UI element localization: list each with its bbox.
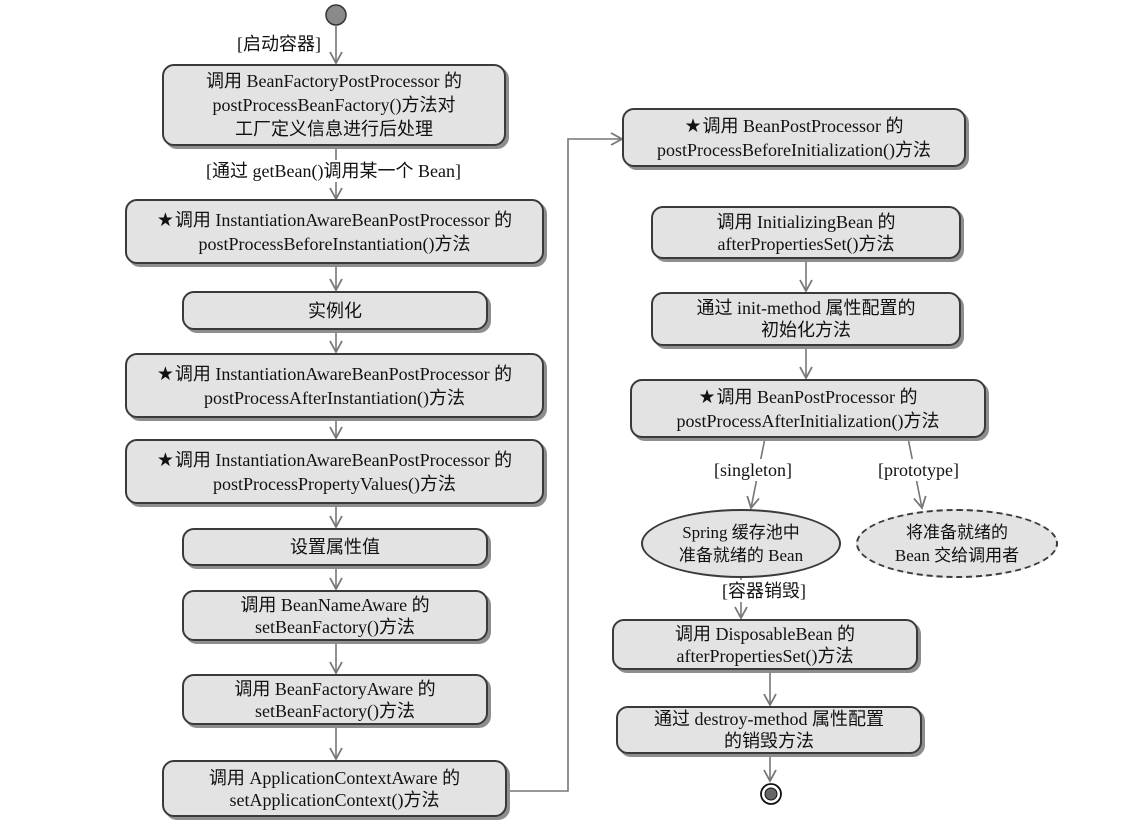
guard-getbean: [通过 getBean()调用某一个 Bean] bbox=[205, 160, 462, 182]
step-line-1: 调用 BeanPostProcessor 的 bbox=[702, 115, 904, 136]
step-before-initialization: ★调用 BeanPostProcessor 的 postProcessBefor… bbox=[622, 108, 966, 167]
step-line-1: 调用 InstantiationAwareBeanPostProcessor 的 bbox=[174, 209, 513, 230]
step-post-process-property-values: ★调用 InstantiationAwareBeanPostProcessor … bbox=[125, 439, 544, 504]
guard-singleton: [singleton] bbox=[713, 459, 793, 481]
edge-s9-r1 bbox=[507, 132, 624, 792]
step-line-1: 通过 destroy-method 属性配置 bbox=[654, 709, 884, 729]
step-line-1: 调用 BeanFactoryPostProcessor 的 bbox=[206, 71, 462, 91]
step-line-2: postProcessPropertyValues()方法 bbox=[213, 473, 456, 494]
step-bean-factory-post-processor: 调用 BeanFactoryPostProcessor 的 postProces… bbox=[162, 64, 506, 146]
step-line-1: 调用 ApplicationContextAware 的 bbox=[208, 767, 461, 788]
step-line-2: setBeanFactory()方法 bbox=[255, 700, 415, 721]
guard-start-container: [启动容器] bbox=[236, 33, 322, 55]
step-line-2: postProcessBeforeInstantiation()方法 bbox=[198, 233, 471, 254]
step-instantiate: 实例化 bbox=[182, 291, 488, 330]
step-line-1: 调用 BeanFactoryAware 的 bbox=[234, 678, 436, 699]
step-line-3: 工厂定义信息进行后处理 bbox=[235, 119, 433, 139]
star-icon: ★ bbox=[698, 385, 716, 408]
node-prototype-caller: 将准备就绪的 Bean 交给调用者 bbox=[856, 509, 1058, 578]
step-line-1: 调用 DisposableBean 的 bbox=[675, 623, 855, 644]
star-icon: ★ bbox=[156, 448, 174, 471]
step-after-initialization: ★调用 BeanPostProcessor 的 postProcessAfter… bbox=[630, 379, 986, 438]
step-line-2: postProcessAfterInitialization()方法 bbox=[676, 410, 940, 431]
step-line-1: 调用 InitializingBean 的 bbox=[716, 211, 896, 232]
step-line-2: postProcessAfterInstantiation()方法 bbox=[204, 387, 465, 408]
step-bean-factory-aware: 调用 BeanFactoryAware 的 setBeanFactory()方法 bbox=[182, 674, 488, 725]
step-line-2: Bean 交给调用者 bbox=[894, 545, 1020, 565]
step-initializing-bean: 调用 InitializingBean 的 afterPropertiesSet… bbox=[651, 206, 961, 259]
step-line-1: 实例化 bbox=[308, 300, 362, 321]
step-set-property-values: 设置属性值 bbox=[182, 528, 488, 566]
step-line-2: 初始化方法 bbox=[761, 320, 851, 340]
start-node bbox=[325, 4, 347, 26]
guard-container-destroy: [容器销毁] bbox=[721, 580, 807, 602]
star-icon: ★ bbox=[684, 114, 702, 137]
step-line-1: 调用 BeanPostProcessor 的 bbox=[716, 386, 918, 407]
step-line-2: afterPropertiesSet()方法 bbox=[676, 645, 854, 666]
step-line-1: Spring 缓存池中 bbox=[682, 522, 800, 542]
step-line-1: 将准备就绪的 bbox=[906, 522, 1008, 542]
step-line-1: 通过 init-method 属性配置的 bbox=[696, 298, 916, 318]
step-line-2: 的销毁方法 bbox=[724, 731, 814, 751]
step-line-2: postProcessBeanFactory()方法对 bbox=[212, 95, 456, 115]
step-line-1: 调用 InstantiationAwareBeanPostProcessor 的 bbox=[174, 449, 513, 470]
step-disposable-bean: 调用 DisposableBean 的 afterPropertiesSet()… bbox=[612, 619, 918, 670]
step-application-context-aware: 调用 ApplicationContextAware 的 setApplicat… bbox=[162, 760, 507, 817]
step-init-method: 通过 init-method 属性配置的 初始化方法 bbox=[651, 292, 961, 346]
guard-prototype: [prototype] bbox=[877, 459, 960, 481]
star-icon: ★ bbox=[156, 208, 174, 231]
step-line-1: 设置属性值 bbox=[290, 537, 380, 557]
step-destroy-method: 通过 destroy-method 属性配置 的销毁方法 bbox=[616, 706, 922, 754]
star-icon: ★ bbox=[156, 362, 174, 385]
step-line-1: 调用 BeanNameAware 的 bbox=[240, 594, 430, 615]
step-line-2: 准备就绪的 Bean bbox=[678, 545, 804, 565]
step-line-2: setBeanFactory()方法 bbox=[255, 616, 415, 637]
node-singleton-cache-pool: Spring 缓存池中 准备就绪的 Bean bbox=[641, 509, 841, 578]
step-bean-name-aware: 调用 BeanNameAware 的 setBeanFactory()方法 bbox=[182, 590, 488, 641]
step-line-2: setApplicationContext()方法 bbox=[229, 789, 440, 810]
step-line-2: afterPropertiesSet()方法 bbox=[717, 233, 895, 254]
step-before-instantiation: ★调用 InstantiationAwareBeanPostProcessor … bbox=[125, 199, 544, 264]
end-node bbox=[760, 783, 782, 805]
step-line-2: postProcessBeforeInitialization()方法 bbox=[657, 139, 931, 160]
step-line-1: 调用 InstantiationAwareBeanPostProcessor 的 bbox=[174, 363, 513, 384]
step-after-instantiation: ★调用 InstantiationAwareBeanPostProcessor … bbox=[125, 353, 544, 418]
